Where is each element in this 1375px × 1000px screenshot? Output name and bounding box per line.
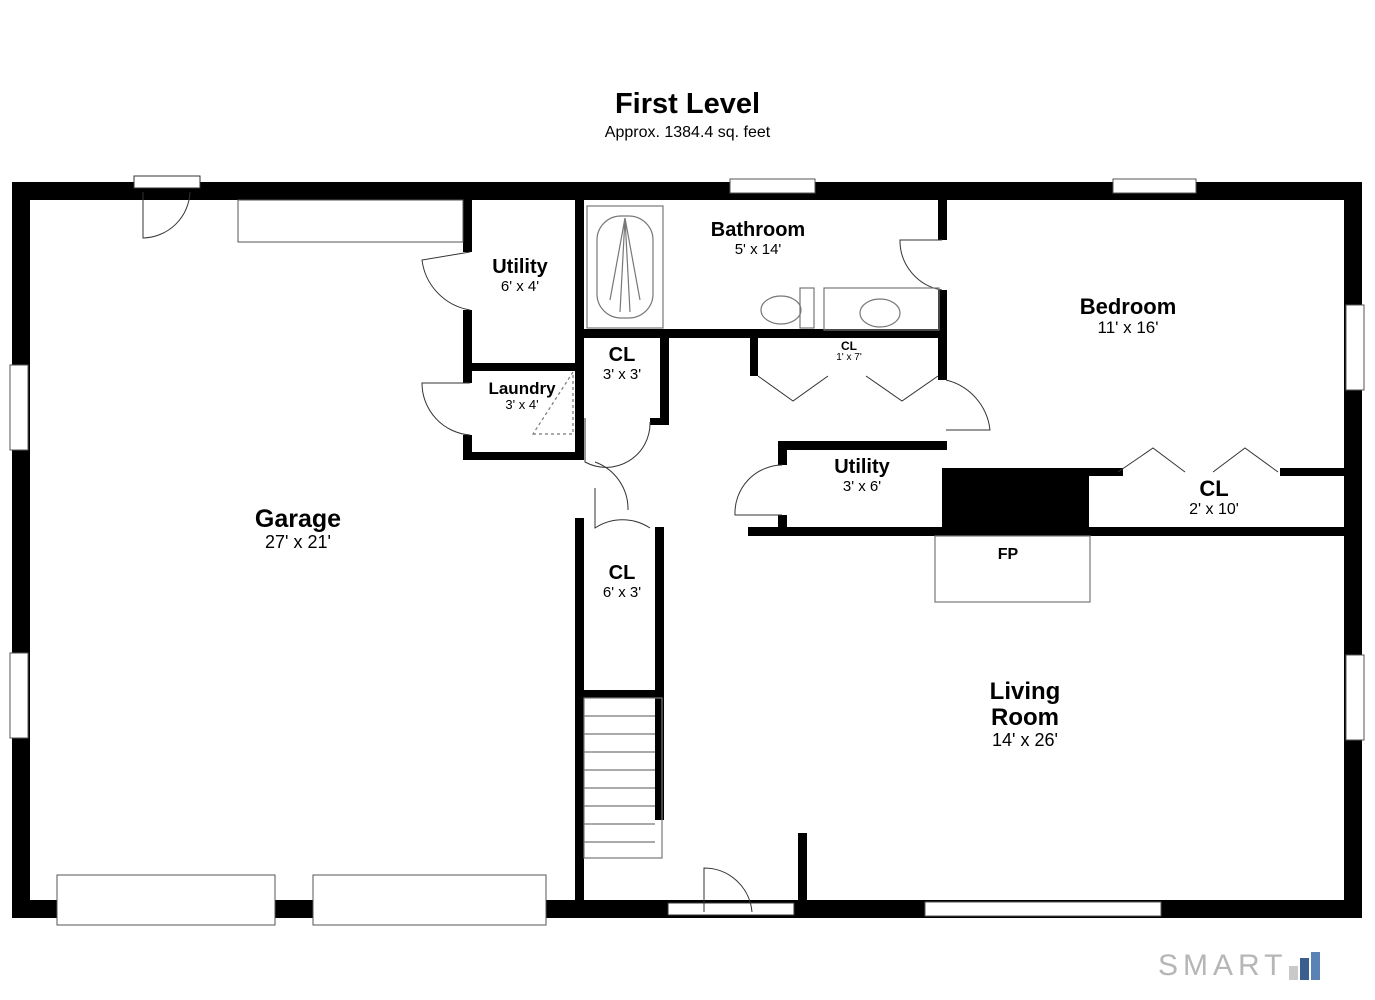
room-cl-small: CL 3' x 3' xyxy=(602,344,642,383)
doors xyxy=(133,175,1279,916)
level-area: Approx. 1384.4 sq. feet xyxy=(604,124,771,141)
laundry-hatch xyxy=(531,369,574,435)
room-dims: 6' x 4' xyxy=(500,277,540,295)
room-cl-hall: CL 6' x 3' xyxy=(602,562,642,601)
room-dims: 3' x 3' xyxy=(602,365,642,383)
exterior-walls xyxy=(12,182,1362,918)
mls-mark-icon xyxy=(1289,952,1321,980)
room-dims: 5' x 14' xyxy=(734,240,782,258)
room-bathroom: Bathroom 5' x 14' xyxy=(710,219,806,258)
fixtures xyxy=(531,205,1091,859)
room-name: Laundry xyxy=(488,379,556,398)
room-cl-tiny: CL 1' x 7' xyxy=(836,340,862,364)
room-name: CL xyxy=(841,339,857,353)
room-name: Utility xyxy=(834,456,890,478)
room-garage: Garage 27' x 21' xyxy=(255,506,341,552)
room-laundry: Laundry 3' x 4' xyxy=(488,379,556,413)
room-cl-bedroom: CL 2' x 10' xyxy=(1189,477,1239,518)
room-name: Utility xyxy=(492,256,548,278)
bathtub xyxy=(586,205,664,329)
room-name: Bedroom xyxy=(1079,294,1177,319)
room-utility-top: Utility 6' x 4' xyxy=(492,256,548,295)
logo-text: SMART xyxy=(1158,949,1288,982)
room-utility-mid: Utility 3' x 6' xyxy=(834,456,890,495)
room-living: Living Room 14' x 26' xyxy=(990,679,1061,750)
room-dims: 6' x 3' xyxy=(602,583,642,601)
stairs xyxy=(583,697,663,859)
interior-walls xyxy=(463,200,1362,900)
room-fireplace: FP xyxy=(998,546,1018,563)
room-dims: 3' x 6' xyxy=(842,477,882,495)
room-name-line2: Room xyxy=(990,703,1059,731)
windows xyxy=(9,178,1365,926)
room-dims: 11' x 16' xyxy=(1097,317,1159,337)
room-name: Garage xyxy=(254,505,342,533)
room-name: Bathroom xyxy=(710,219,806,241)
room-dims: 14' x 26' xyxy=(992,729,1058,750)
logo-bar xyxy=(1289,966,1299,980)
room-dims: 2' x 10' xyxy=(1189,500,1239,518)
smart-mls-logo: SMART xyxy=(1158,949,1321,982)
logo-bar xyxy=(1300,958,1310,980)
room-name: FP xyxy=(997,546,1019,563)
room-dims: 3' x 4' xyxy=(505,397,539,413)
room-dims: 1' x 7' xyxy=(836,351,862,363)
room-dims: 27' x 21' xyxy=(265,532,331,552)
logo-bar xyxy=(1311,952,1321,980)
room-name: CL xyxy=(608,344,636,366)
room-name: CL xyxy=(1199,476,1229,501)
room-name: CL xyxy=(608,562,636,584)
toilet xyxy=(760,295,802,325)
level-title: First Level xyxy=(614,88,761,120)
vanity xyxy=(823,287,940,331)
room-bedroom: Bedroom 11' x 16' xyxy=(1080,295,1177,337)
room-name-line1: Living xyxy=(989,678,1061,705)
fireplace-hearth xyxy=(934,535,1091,603)
